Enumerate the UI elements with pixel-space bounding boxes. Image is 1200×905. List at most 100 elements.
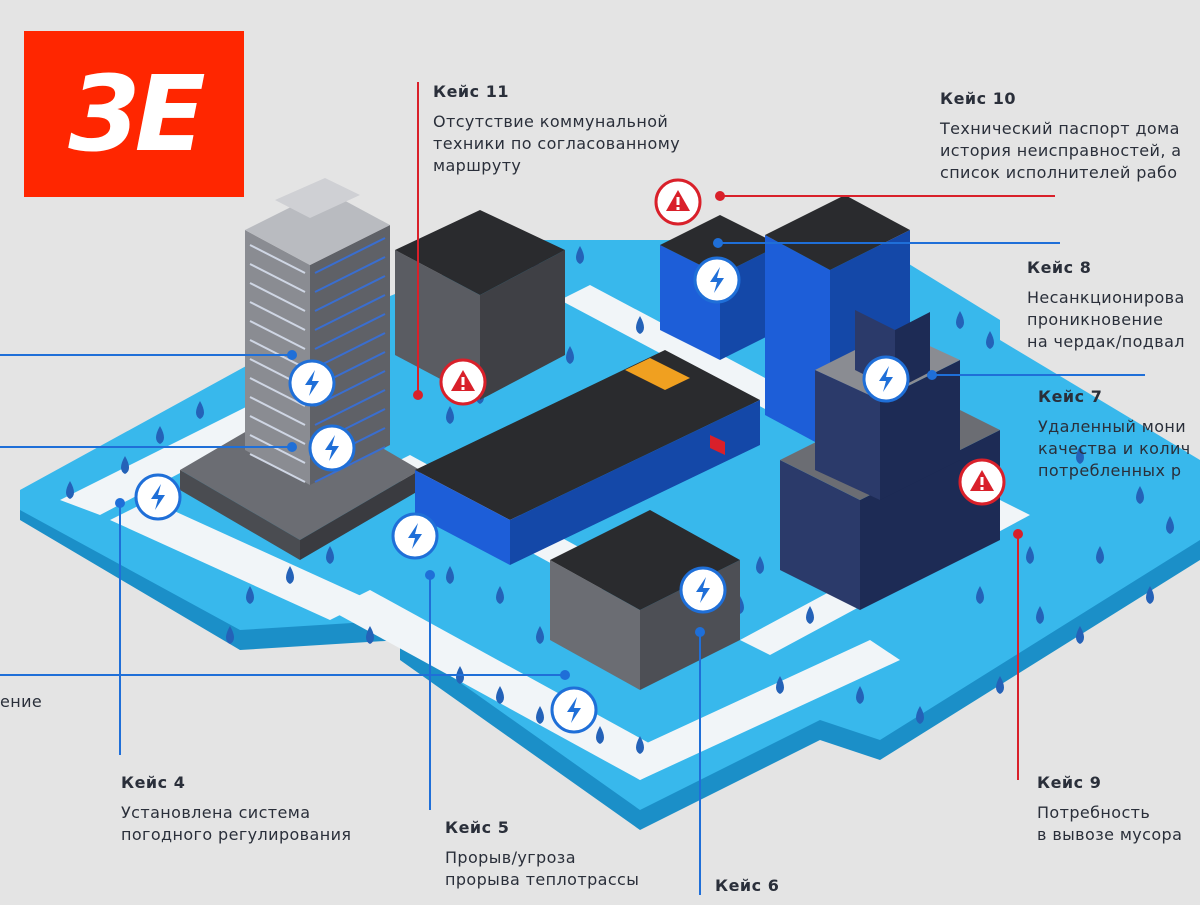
tree-icon	[1076, 626, 1084, 644]
tree-icon	[286, 566, 294, 584]
tree-icon	[66, 481, 74, 499]
logo: 3E	[24, 31, 244, 197]
lightning-icon	[288, 359, 336, 407]
callout-case-10: Кейс 10 Технический паспорт дома история…	[940, 89, 1182, 184]
tree-icon	[916, 706, 924, 724]
tree-icon	[996, 676, 1004, 694]
lightning-icon	[862, 355, 910, 403]
window-strip	[249, 282, 306, 312]
window-strip	[249, 263, 306, 293]
window-strip	[249, 396, 306, 426]
callout-title: Кейс 8	[1027, 258, 1092, 277]
tree-icon	[1136, 486, 1144, 504]
tree-icon	[956, 311, 964, 329]
window-strip	[249, 453, 306, 483]
callout-case-7: Кейс 7 Удаленный мони качества и колич п…	[1038, 387, 1191, 482]
window-strip	[249, 301, 306, 331]
tree-icon	[226, 626, 234, 644]
lightning-icon	[308, 424, 356, 472]
tree-icon	[1146, 586, 1154, 604]
callout-case-6: Кейс 6	[715, 876, 779, 905]
tree-icon	[121, 456, 129, 474]
callout-case-9: Кейс 9 Потребность в вывозе мусора	[1037, 773, 1182, 846]
callout-line: прорыва теплотрассы	[445, 870, 640, 889]
callout-title: Кейс 9	[1037, 773, 1102, 792]
warning-icon	[439, 358, 487, 406]
window-strip	[249, 377, 306, 407]
window-strip	[249, 244, 306, 274]
window-strip	[314, 294, 386, 331]
tree-icon	[536, 626, 544, 644]
callout-line: список исполнителей рабо	[940, 163, 1178, 182]
tower-left	[180, 178, 420, 560]
tree-icon	[156, 426, 164, 444]
tree-icon	[856, 686, 864, 704]
callout-case-11: Кейс 11 Отсутствие коммунальной техники …	[433, 82, 680, 177]
tree-icon	[1096, 546, 1104, 564]
callout-title: Кейс 6	[715, 876, 780, 895]
callout-left-partial: ение	[0, 691, 42, 713]
trees	[66, 246, 1174, 754]
window-strip	[314, 446, 386, 483]
tree-icon	[196, 401, 204, 419]
window-strip	[314, 275, 386, 312]
tree-icon	[326, 546, 334, 564]
callout-line: ение	[0, 692, 43, 711]
callout-line: в вывозе мусора	[1037, 825, 1183, 844]
tree-icon	[366, 626, 374, 644]
callout-title: Кейс 4	[121, 773, 186, 792]
connector-dots	[115, 191, 1023, 680]
tree-icon	[246, 586, 254, 604]
tree-icon	[566, 346, 574, 364]
callout-line: Технический паспорт дома	[940, 119, 1180, 138]
callout-line: Удаленный мони	[1038, 417, 1187, 436]
callout-case-5: Кейс 5 Прорыв/угроза прорыва теплотрассы	[445, 818, 639, 891]
tree-icon	[636, 736, 644, 754]
callout-line: проникновение	[1027, 310, 1164, 329]
callout-title: Кейс 10	[940, 89, 1016, 108]
tree-icon	[756, 556, 764, 574]
tree-icon	[446, 406, 454, 424]
tree-icon	[446, 566, 454, 584]
callout-line: на чердак/подвал	[1027, 332, 1185, 351]
building-central	[415, 350, 760, 565]
tree-icon	[1026, 546, 1034, 564]
connector-lines-red	[417, 82, 1055, 780]
callout-case-4: Кейс 4 Установлена система погодного рег…	[121, 773, 351, 846]
tree-icon	[976, 586, 984, 604]
window-strip	[314, 389, 386, 426]
callout-line: Несанкционирова	[1027, 288, 1185, 307]
lightning-icon	[391, 512, 439, 560]
tree-icon	[1036, 606, 1044, 624]
callout-title: Кейс 5	[445, 818, 510, 837]
tree-icon	[986, 331, 994, 349]
building-back-dark	[395, 210, 565, 400]
tree-icon	[536, 706, 544, 724]
warning-icon	[654, 178, 702, 226]
logo-text: 3E	[68, 53, 205, 175]
callout-line: погодного регулирования	[121, 825, 352, 844]
window-strip	[314, 256, 386, 293]
lightning-icon	[134, 473, 182, 521]
callout-title: Кейс 11	[433, 82, 509, 101]
callout-line: потребленных р	[1038, 461, 1182, 480]
tree-icon	[776, 676, 784, 694]
window-strip	[249, 415, 306, 445]
callout-line: качества и колич	[1038, 439, 1191, 458]
callout-line: маршруту	[433, 156, 522, 175]
tree-icon	[496, 686, 504, 704]
tree-icon	[1076, 446, 1084, 464]
callout-line: Установлена система	[121, 803, 311, 822]
callout-case-8: Кейс 8 Несанкционирова проникновение на …	[1027, 258, 1185, 353]
tree-icon	[636, 316, 644, 334]
callout-line: Отсутствие коммунальной	[433, 112, 669, 131]
callout-title: Кейс 7	[1038, 387, 1103, 406]
tree-icon	[806, 606, 814, 624]
window-strip	[314, 313, 386, 350]
tree-icon	[576, 246, 584, 264]
tree-icon	[1166, 516, 1174, 534]
window-strip	[314, 237, 386, 274]
lightning-icon	[693, 256, 741, 304]
lightning-badges	[134, 256, 910, 734]
